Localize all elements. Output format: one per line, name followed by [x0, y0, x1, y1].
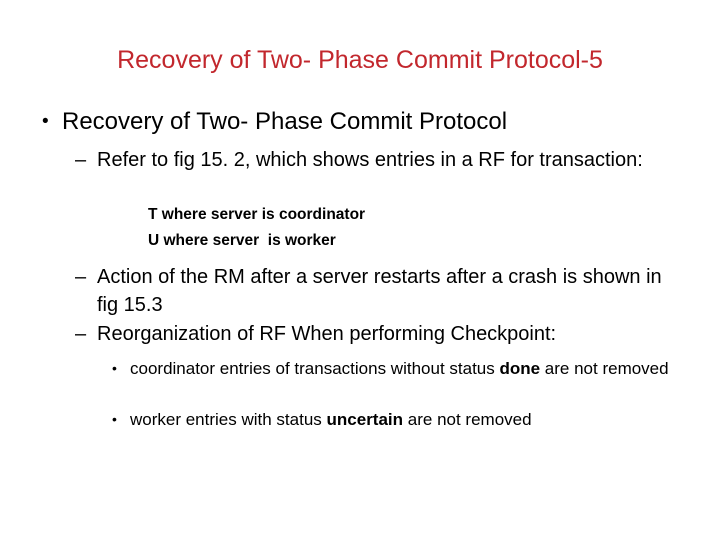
sub-bullet-worker-pre: worker entries with status	[130, 410, 327, 429]
bullet-recovery-protocol-text: Recovery of Two- Phase Commit Protocol	[62, 108, 508, 135]
subline-u-worker: U where server is worker	[148, 232, 336, 249]
dash-item-action-rm: – Action of the RM after a server restar…	[75, 263, 677, 319]
sub-bullet-coordinator-pre: coordinator entries of transactions with…	[130, 359, 500, 378]
dash-item-refer-fig-text: Refer to fig 15. 2, which shows entries …	[97, 149, 643, 171]
level1-bullet-icon: •	[42, 111, 49, 132]
dash-item-refer-fig: – Refer to fig 15. 2, which shows entrie…	[75, 146, 643, 174]
dash-bullet-icon: –	[75, 323, 87, 345]
sub-bullet-worker-post: are not removed	[403, 410, 532, 429]
sub-bullet-icon: •	[112, 360, 117, 376]
sub-bullet-worker-entries: • worker entries with status uncertain a…	[112, 407, 532, 432]
dash-bullet-icon: –	[75, 149, 87, 171]
dash-item-reorganization: – Reorganization of RF When performing C…	[75, 320, 556, 348]
slide-title: Recovery of Two- Phase Commit Protocol-5	[117, 46, 603, 74]
sub-bullet-icon: •	[112, 411, 117, 427]
sub-bullet-worker-entries-text: worker entries with status uncertain are…	[130, 407, 532, 432]
status-uncertain-keyword: uncertain	[326, 410, 404, 429]
dash-bullet-icon: –	[75, 266, 87, 288]
dash-item-action-rm-text: Action of the RM after a server restarts…	[97, 266, 662, 316]
subline-t-coordinator: T where server is coordinator	[148, 206, 366, 223]
sub-bullet-coordinator-post: are not removed	[540, 359, 669, 378]
status-done-keyword: done	[499, 359, 541, 378]
sub-bullet-coordinator-entries: • coordinator entries of transactions wi…	[112, 356, 669, 381]
bullet-recovery-protocol: • Recovery of Two- Phase Commit Protocol	[42, 108, 507, 136]
dash-item-reorganization-text: Reorganization of RF When performing Che…	[97, 323, 557, 345]
sub-bullet-coordinator-entries-text: coordinator entries of transactions with…	[130, 356, 669, 381]
